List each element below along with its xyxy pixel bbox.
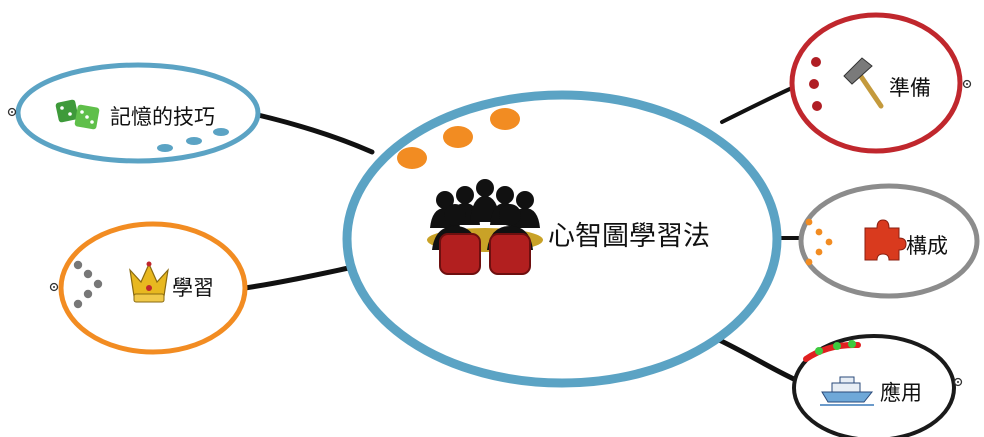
node-prepare[interactable]: [789, 12, 972, 154]
meeting-people-icon: [427, 179, 543, 275]
connector-prepare: [720, 86, 794, 124]
ship-icon: [820, 376, 874, 406]
center-dot: [443, 126, 473, 148]
branch-label-apply: 應用: [880, 381, 922, 405]
connector-apply: [712, 335, 799, 383]
hammer-icon: [843, 57, 884, 109]
dice-icon: [55, 99, 100, 130]
center-dot: [490, 108, 520, 130]
center-dot: [397, 147, 427, 169]
connectors: [242, 86, 802, 383]
branch-label-study: 學習: [172, 276, 214, 300]
node-apply[interactable]: [792, 334, 963, 437]
branch-label-memory: 記憶的技巧: [110, 105, 215, 129]
puzzle-icon: [864, 219, 907, 261]
crown-icon: [129, 261, 169, 303]
branch-label-prepare: 準備: [889, 76, 931, 100]
connector-study: [242, 263, 361, 291]
center-node[interactable]: [342, 90, 782, 388]
connector-memory: [255, 112, 375, 155]
node-memory[interactable]: [7, 62, 261, 164]
branch-label-construct: 構成: [906, 234, 948, 258]
center-title: 心智圖學習法: [548, 221, 710, 252]
